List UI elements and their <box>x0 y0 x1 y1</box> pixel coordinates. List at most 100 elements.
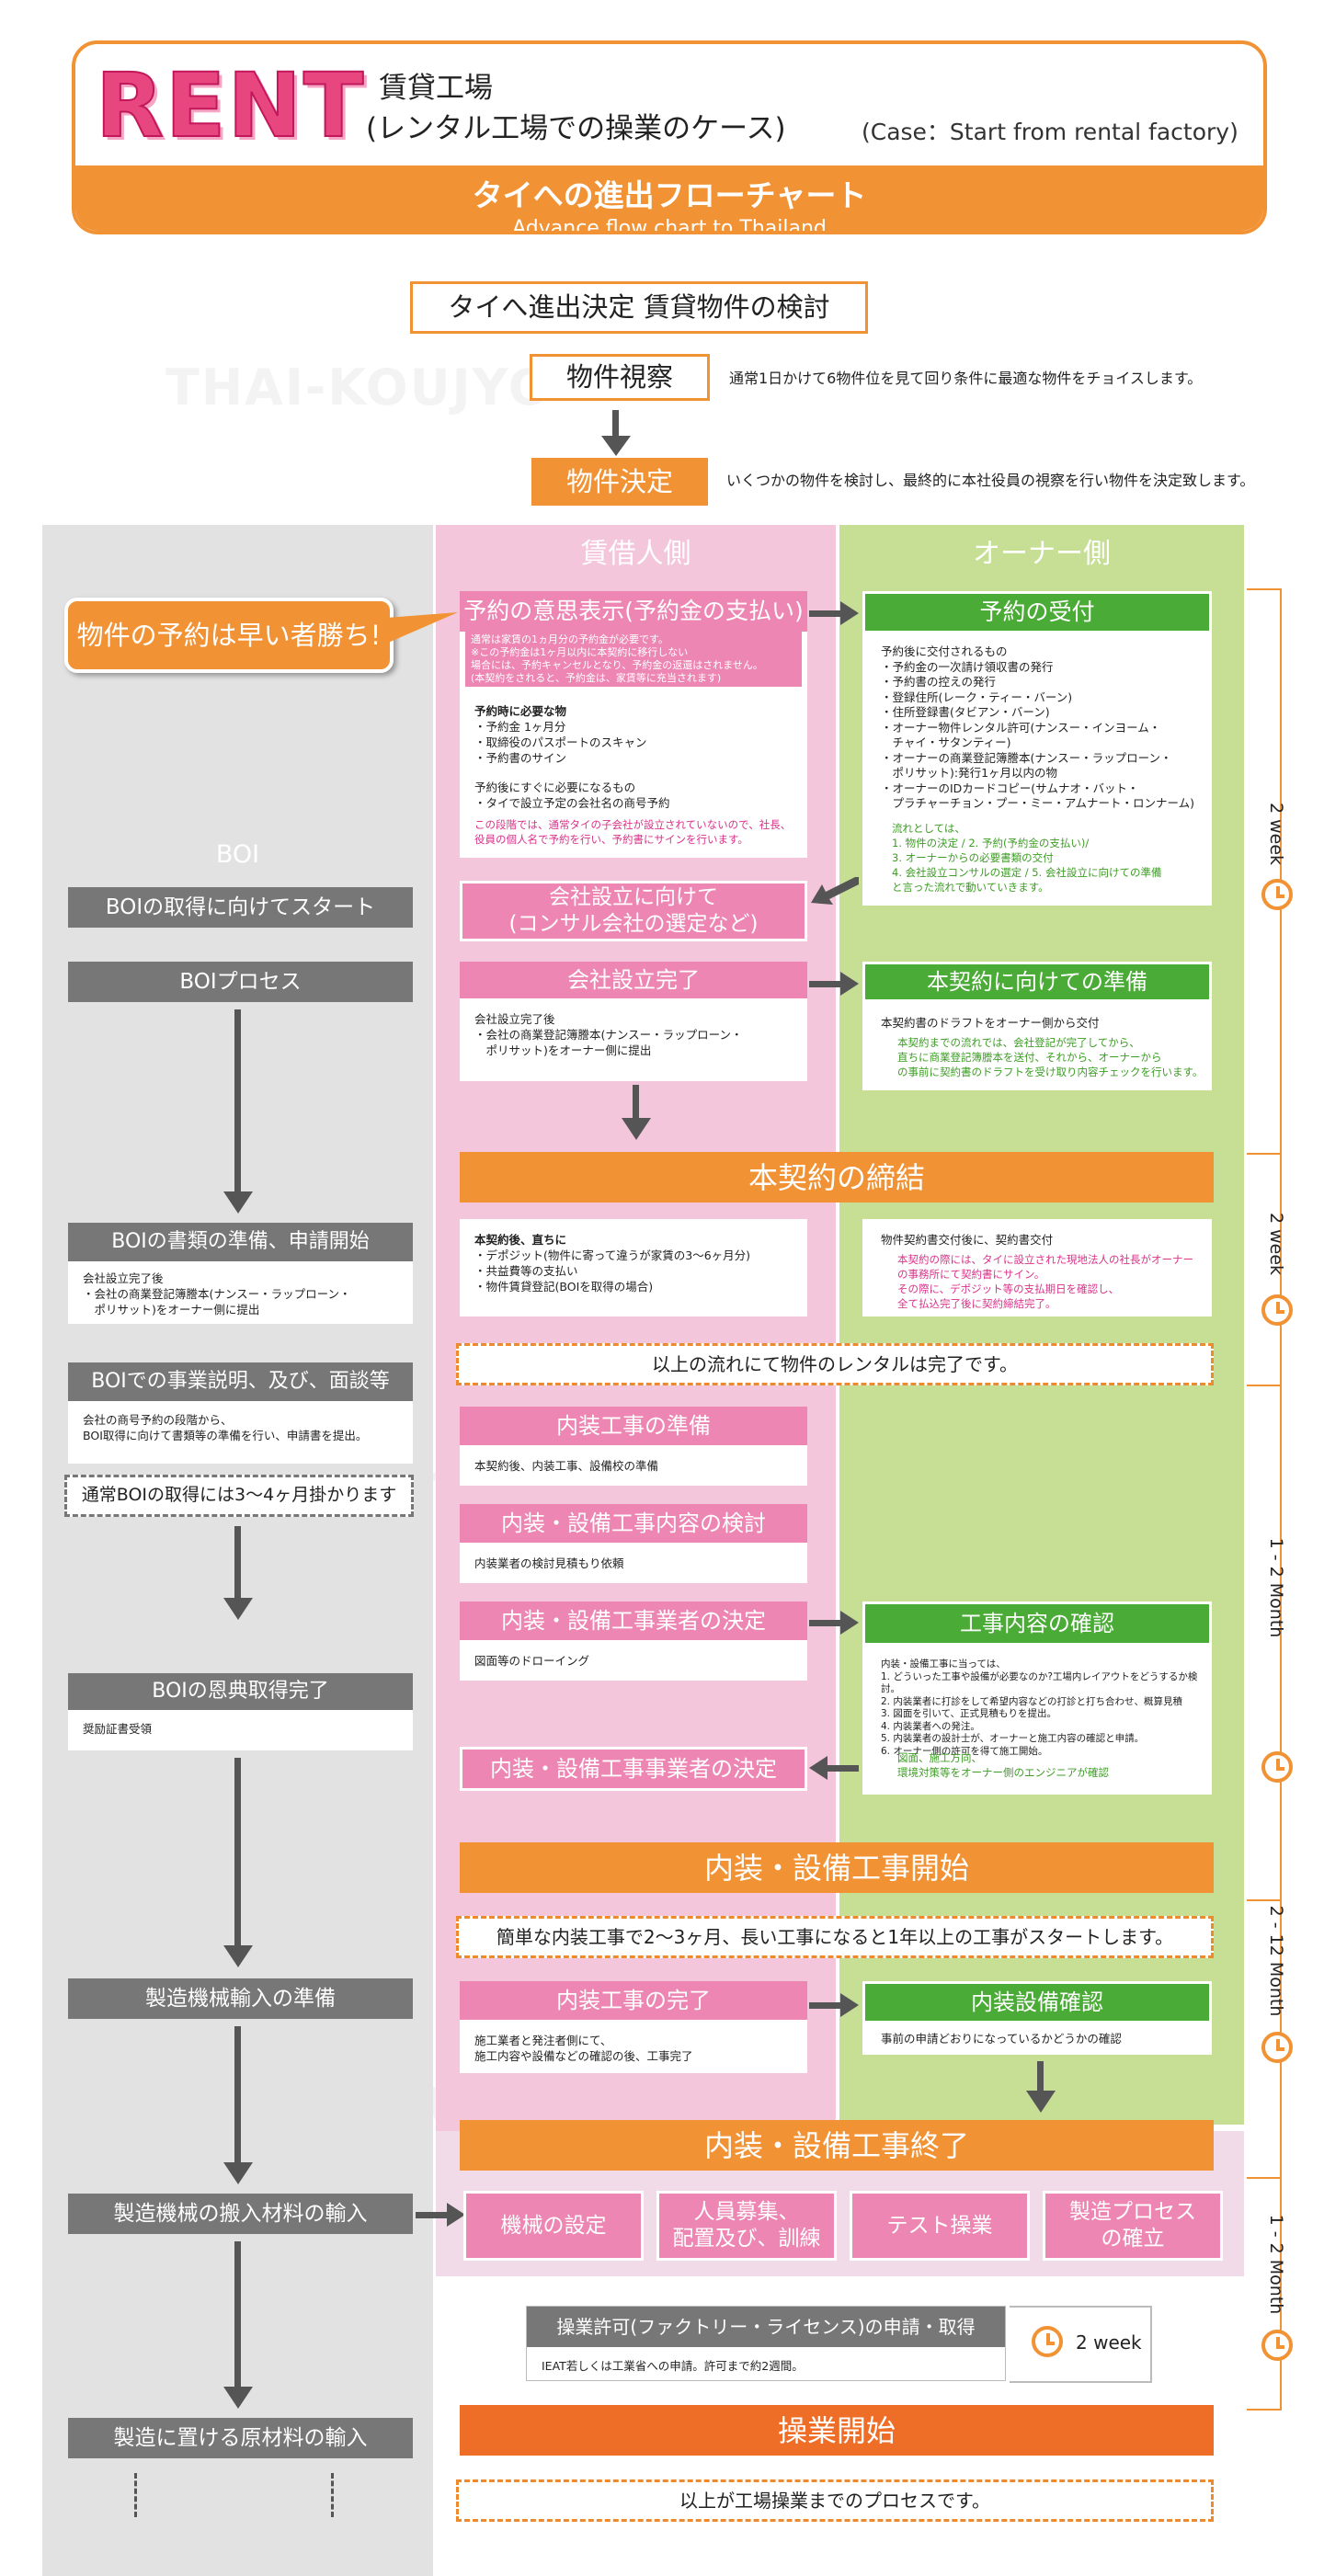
contractor-decide-title: 内装・設備工事業者の決定 <box>460 1601 807 1640</box>
boi-docs-line: ポリサット)をオーナー側に提出 <box>83 1303 260 1316</box>
clock-icon <box>1261 1294 1293 1326</box>
construction-end-bar: 内装・設備工事終了 <box>460 2120 1214 2171</box>
arrow-left-icon <box>811 877 859 905</box>
company-done-line: ポリサット)をオーナー側に提出 <box>474 1043 652 1057</box>
work-confirm-text: 内装・設備工事に当っては、 1. どういった工事や設備が必要なのか?工場内レイア… <box>881 1658 1212 1758</box>
accept-line: ・登録住所(レーク・ティー・バーン) <box>881 690 1073 704</box>
arrow-down-icon <box>223 2026 253 2184</box>
facility-title: 内装設備確認 <box>865 1984 1209 2021</box>
rent-logo: RENT <box>95 54 366 157</box>
watermark: THAI-KOUJYO <box>166 359 553 416</box>
arrow-down-icon <box>223 1526 253 1620</box>
reserve-title: 予約の意思表示(予約金の支払い) <box>460 591 807 632</box>
arrow-down-icon <box>223 1758 253 1967</box>
interior-prep-text: 本契約後、内装工事、設備校の準備 <box>474 1459 659 1473</box>
interior-prep-title: 内装工事の準備 <box>460 1407 807 1445</box>
duration-bracket <box>1247 2177 1282 2411</box>
license-text: IEAT若しくは工業省への申請。許可まで約2週間。 <box>542 2359 804 2373</box>
after-contract-line: 本契約後、直ちに <box>474 1233 567 1247</box>
decide-note: いくつかの物件を検討し、最終的に本社役員の視察を行い物件を決定致します。 <box>726 472 1255 489</box>
after-contract-line: ・物件賃貸登記(BOIを取得の場合) <box>474 1280 654 1294</box>
task-test-operation: テスト操業 <box>850 2191 1030 2261</box>
contract-red-line: 全て払込完了後に契約締結完了。 <box>897 1297 1056 1310</box>
boi-docs-title: BOIの書類の準備、申請開始 <box>68 1223 413 1261</box>
reserve-red-line: (本契約をされると、予約金は、家賃等に充当されます) <box>471 672 722 684</box>
title-line2: (レンタル工場での操業のケース) <box>366 112 786 145</box>
accept-line: ポリサット):発行1ヶ月以内の物 <box>881 766 1058 780</box>
reserve-need-item: ・予約書のサイン <box>474 751 567 765</box>
title-band: タイへの進出フローチャート Advance flow chart to Thai… <box>75 165 1263 234</box>
arrow-down-icon <box>223 1009 253 1214</box>
contractor-decide-text: 図面等のドローイング <box>474 1654 590 1668</box>
accept-flow-line: と言った流れで動いていきます。 <box>892 881 1049 894</box>
boi-granted-text: 奨励証書受領 <box>83 1722 153 1736</box>
duration-label: 2 - 12 Month <box>1266 1905 1286 2017</box>
task-staff-training: 人員募集、 配置及び、訓練 <box>656 2191 837 2261</box>
arrow-right-icon <box>809 1993 859 2017</box>
company-done-text: 会社設立完了後 ・会社の商業登記簿謄本(ナンスー・ラップローン・ ポリサット)を… <box>474 1011 743 1058</box>
duration-label: 2 week <box>1266 802 1286 866</box>
accept-line: チャイ・サタンティー) <box>881 735 1011 749</box>
company-done-title: 会社設立完了 <box>460 962 807 998</box>
company-setup-box: 会社設立に向けて (コンサル会社の選定など) <box>460 881 807 941</box>
callout-text: 物件の予約は早い者勝ち! <box>76 619 382 651</box>
reserve-red-line: ※この予約金は1ヶ月以内に本契約に移行しない <box>471 646 689 658</box>
license-time: 2 week <box>1076 2331 1142 2354</box>
arrow-down-icon <box>1026 2061 1056 2113</box>
contract-red-line: その際に、デポジット等の支払期日を確認し、 <box>897 1282 1120 1295</box>
reserve-need-item: ・予約金 1ヶ月分 <box>474 720 566 734</box>
work-confirm-green-line: 図面、施工方向、 <box>897 1751 982 1764</box>
prep-card: 本契約に向けての準備 本契約書のドラフトをオーナー側から交付 本契約までの流れで… <box>862 962 1212 1090</box>
boi-column-header: BOI <box>215 840 260 870</box>
contract-red-line: 本契約の際には、タイに設立された現地法人の社長がオーナー <box>897 1253 1193 1266</box>
accept-line: ・オーナーの商業登記簿謄本(ナンスー・ラップローン・ <box>881 750 1172 765</box>
company-done-card: 会社設立完了 会社設立完了後 ・会社の商業登記簿謄本(ナンスー・ラップローン・ … <box>460 962 807 1081</box>
interior-review-title: 内装・設備工事内容の検討 <box>460 1504 807 1543</box>
accept-flow-line: 4. 会社設立コンサルの選定 / 5. 会社設立に向けての準備 <box>892 866 1162 879</box>
prep-green-line: の事前に契約書のドラフトを受け取り内容チェックを行います。 <box>897 1066 1204 1078</box>
reserve-note-line: この段階では、通常タイの子会社が設立されていないので、社長、 <box>474 818 792 831</box>
contractor-decide2-box: 内装・設備工事事業者の決定 <box>460 1747 807 1791</box>
clock-icon <box>1261 2330 1293 2361</box>
accept-flow: 流れとしては、 1. 物件の決定 / 2. 予約(予約金の支払い)/ 3. オー… <box>892 821 1161 895</box>
boi-process-box: BOIプロセス <box>68 962 413 1002</box>
boi-granted-card: BOIの恩典取得完了 奨励証書受領 <box>68 1673 413 1750</box>
facility-text: 事前の申請どおりになっているかどうかの確認 <box>881 2032 1122 2046</box>
accept-line: ・住所登録書(タビアン・バーン) <box>881 705 1050 719</box>
arrow-down-icon <box>601 410 631 456</box>
prep-title: 本契約に向けての準備 <box>865 964 1209 999</box>
company-done-line: 会社設立完了後 <box>474 1012 555 1026</box>
operation-start-bar: 操業開始 <box>460 2405 1214 2456</box>
work-confirm-line: 4. 内装業者への発注。 <box>881 1720 980 1732</box>
accept-line: ・予約金の一次請け領収書の発行 <box>881 659 1054 674</box>
work-confirm-card: 工事内容の確認 内装・設備工事に当っては、 1. どういった工事や設備が必要なの… <box>862 1601 1212 1795</box>
machine-import-box: 製造機械の搬入材料の輸入 <box>68 2194 413 2234</box>
boi-docs-line: ・会社の商業登記簿謄本(ナンスー・ラップローン・ <box>83 1287 351 1301</box>
arrow-left-icon <box>809 1756 859 1780</box>
work-confirm-line: 2. 内装業者に打診をして希望内容などの打診と打ち合わせ、概算見積 <box>881 1695 1183 1707</box>
reserve-need-title: 予約時に必要な物 <box>474 704 567 718</box>
interior-prep-card: 内装工事の準備 本契約後、内装工事、設備校の準備 <box>460 1407 807 1486</box>
reserve-need-item: ・取締役のパスポートのスキャン <box>474 735 647 749</box>
dotted-continue-line <box>134 2473 137 2517</box>
after-contract-line: ・共益費等の支払い <box>474 1264 578 1278</box>
band-title-jp: タイへの進出フローチャート <box>472 177 867 213</box>
work-confirm-line: 1. どういった工事や設備が必要なのか?工場内レイアウトをどうするか検討。 <box>881 1670 1198 1695</box>
work-confirm-line: 3. 図面を引いて、正式見積もりを提出。 <box>881 1708 1057 1719</box>
reserve-red-line: 通常は家賃の1ヵ月分の予約金が必要です。 <box>471 633 668 645</box>
accept-line: ・予約書の控えの発行 <box>881 675 997 689</box>
after-contract-text: 本契約後、直ちに ・デポジット(物件に寄って違うが家賃の3〜6ヶ月分) ・共益費… <box>474 1232 750 1294</box>
callout-early-bird: 物件の予約は早い者勝ち! <box>64 598 394 673</box>
contract-red: 本契約の際には、タイに設立された現地法人の社長がオーナー の事務所にて契約書にサ… <box>897 1252 1193 1311</box>
reserve-note-line: 役員の個人名で予約を行い、予約書にサインを行います。 <box>474 833 748 846</box>
task-machine-setup: 機械の設定 <box>463 2191 644 2261</box>
duration-label: 1 - 2 Month <box>1266 2214 1286 2315</box>
license-card: 操業許可(ファクトリー・ライセンス)の申請・取得 IEAT若しくは工業省への申請… <box>526 2306 1006 2381</box>
work-confirm-line: 6. オーナー側の許可を得て施工開始。 <box>881 1745 1048 1757</box>
contract-red-line: の事務所にて契約書にサイン。 <box>897 1268 1045 1281</box>
construction-note: 簡単な内装工事で2〜3ヶ月、長い工事になると1年以上の工事がスタートします。 <box>456 1916 1214 1958</box>
license-title: 操業許可(ファクトリー・ライセンス)の申請・取得 <box>527 2307 1005 2347</box>
band-title-en: Advance flow chart to Thailand <box>512 217 827 234</box>
contractor-decide-card: 内装・設備工事業者の決定 図面等のドローイング <box>460 1601 807 1681</box>
reserve-red-note: 通常は家賃の1ヵ月分の予約金が必要です。 ※この予約金は1ヶ月以内に本契約に移行… <box>465 632 802 687</box>
